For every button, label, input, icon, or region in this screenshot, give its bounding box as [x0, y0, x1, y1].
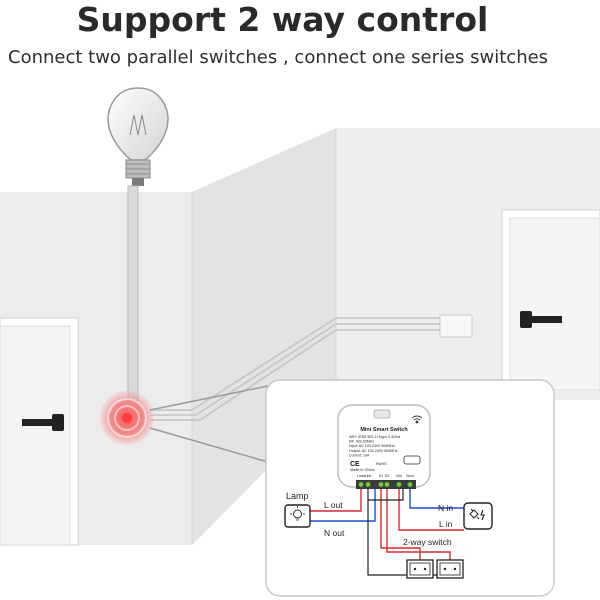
- two-way-switch-1: [406, 559, 434, 579]
- wifi-icon: [411, 415, 423, 424]
- terminal-label: Link: [365, 474, 372, 478]
- middle-wall: [192, 128, 336, 545]
- two-way-switch-2: [436, 559, 464, 579]
- callout-lines: [149, 385, 269, 463]
- rohs-mark: RoHS: [376, 461, 387, 466]
- device-spec-line: Input: AC 100-240V 50/60Hz: [349, 444, 395, 448]
- junction-box-highlight: [100, 391, 154, 445]
- detail-panel: Mini Smart Switch WiFi: IEEE 802.11 b/g/…: [265, 379, 555, 597]
- terminal-screw: [358, 481, 364, 488]
- terminal-block: [358, 481, 413, 488]
- device-spec-line: WiFi: IEEE 802.11 b/g/n 2.4GHz: [349, 435, 400, 439]
- page-subtitle: Connect two parallel switches , connect …: [8, 47, 549, 68]
- terminal-screw: [365, 481, 371, 488]
- l-out-label: L out: [324, 500, 343, 510]
- terminal-label: Nin: [396, 474, 401, 478]
- device-spec-line: RF: 433.92MHz: [349, 440, 374, 444]
- rf-logo-icon: [403, 455, 421, 465]
- terminal-label: S2: [385, 474, 389, 478]
- two-way-switch-label: 2-way switch: [403, 537, 452, 547]
- l-in-label: L in: [439, 519, 453, 529]
- power-plug-icon: [469, 508, 485, 521]
- wall-switch: [439, 314, 473, 338]
- device-spec-line: Output: AC 100-240V 50/60Hz: [349, 449, 398, 453]
- door-handle-icon: [22, 419, 56, 426]
- lamp-icon: [290, 506, 305, 521]
- terminal-screw: [407, 481, 413, 488]
- terminal-label: Load: [357, 474, 365, 478]
- device-spec-line: Current: 10A: [349, 453, 370, 457]
- terminal-screw: [396, 481, 402, 488]
- terminal-screw: [384, 481, 390, 488]
- terminal-screw: [378, 481, 384, 488]
- terminal-label: S1: [379, 474, 383, 478]
- lamp-label: Lamp: [286, 491, 309, 501]
- origin-text: Made in China: [350, 468, 375, 472]
- power-source-box: [463, 502, 493, 530]
- device-name: Mini Smart Switch: [360, 427, 408, 433]
- terminal-label: Nout: [406, 474, 414, 478]
- door-handle-icon: [520, 311, 532, 328]
- ce-mark: CE: [350, 461, 360, 468]
- n-in-label: N in: [438, 503, 453, 513]
- light-bulb-icon: [107, 87, 169, 186]
- ceiling-cable: [127, 185, 139, 402]
- left-door: [0, 317, 79, 546]
- switch-cables: [150, 317, 440, 421]
- right-door: [501, 209, 600, 391]
- page-title: Support 2 way control: [76, 0, 489, 39]
- lamp-box: Lamp: [284, 491, 311, 528]
- n-out-label: N out: [324, 528, 345, 538]
- smart-switch-module: Mini Smart Switch WiFi: IEEE 802.11 b/g/…: [337, 404, 431, 489]
